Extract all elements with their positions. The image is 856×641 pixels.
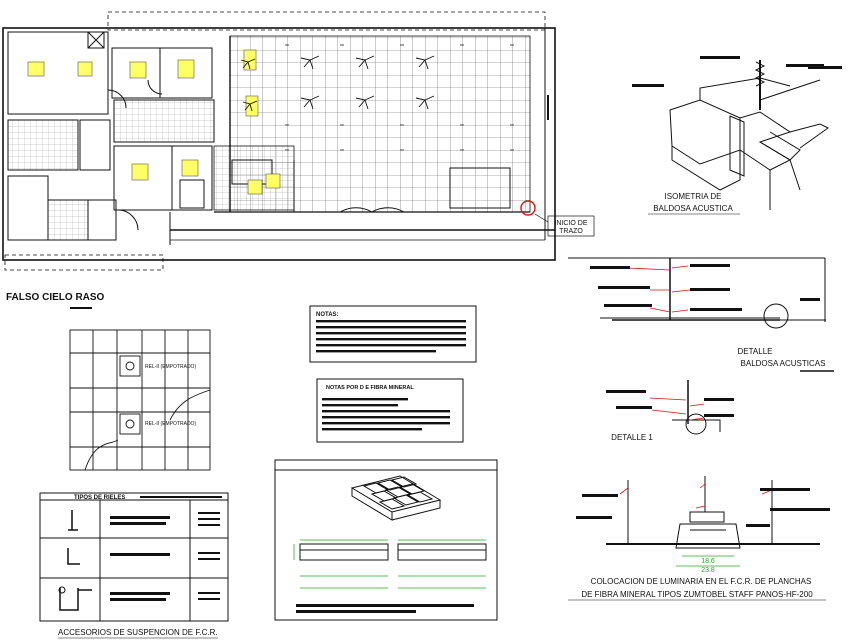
notas-fibra-box xyxy=(316,378,464,443)
rail-types-table xyxy=(39,492,229,622)
luminaire-model-lines xyxy=(296,604,474,613)
detalle-baldosa-labels xyxy=(590,264,820,311)
grid-detail xyxy=(69,329,211,471)
notas-title: NOTAS: xyxy=(316,312,339,318)
ceiling-fans xyxy=(240,55,435,112)
detalle-baldosa xyxy=(568,257,826,329)
isometric-labels xyxy=(632,56,842,87)
colocacion-detail xyxy=(606,476,820,549)
luminaire-dims xyxy=(293,539,486,589)
plan-title: FALSO CIELO RASO xyxy=(6,292,105,303)
colocacion-dim-a: 18.6 xyxy=(701,558,715,565)
detalle-baldosa-leaders xyxy=(627,265,691,313)
iso-title-1: ISOMETRIA DE xyxy=(665,192,722,201)
notas-fibra-lines xyxy=(322,398,450,431)
luminaire-model-box xyxy=(274,459,498,621)
iso-title-2: BALDOSA ACUSTICA xyxy=(653,204,733,213)
notas-lines xyxy=(316,320,466,353)
detalle-baldosa-title-2: BALDOSA ACUSTICAS xyxy=(741,359,826,368)
notas-box xyxy=(309,305,477,363)
colocacion-title-2: DE FIBRA MINERAL TIPOS ZUMTOBEL STAFF PA… xyxy=(581,590,813,599)
colocacion-leaders xyxy=(619,483,773,509)
colocacion-dims xyxy=(676,555,740,567)
detalle-1-leaders xyxy=(649,397,705,421)
rail-types-title: TIPOS DE RIELES xyxy=(74,495,125,501)
fixture-marks xyxy=(285,44,514,151)
detalle-1-labels xyxy=(606,390,734,417)
grid-label-a: REL-II (EMPOTRADO) xyxy=(145,364,196,370)
floor-plan xyxy=(2,11,595,271)
rail-type-lines xyxy=(110,496,222,601)
colocacion-labels xyxy=(576,488,830,527)
inicio-label-1: INICIO DE xyxy=(554,220,587,227)
grid-label-b: REL-II (EMPOTRADO) xyxy=(145,421,196,427)
detalle-1-title: DETALLE 1 xyxy=(611,433,653,442)
luminaire-highlights xyxy=(27,49,281,195)
inicio-label-2: TRAZO xyxy=(559,228,583,235)
detalle-baldosa-title-1: DETALLE xyxy=(738,347,773,356)
isometric-detail xyxy=(669,60,829,210)
colocacion-dim-b: 23.8 xyxy=(701,567,715,574)
accesorios-title: ACCESORIOS DE SUSPENCION DE F.C.R. xyxy=(58,628,218,637)
colocacion-title-1: COLOCACION DE LUMINARIA EN EL F.C.R. DE … xyxy=(591,577,812,586)
notas-fibra-title: NOTAS POR D E FIBRA MINERAL xyxy=(326,385,414,391)
detalle-1 xyxy=(672,380,721,435)
